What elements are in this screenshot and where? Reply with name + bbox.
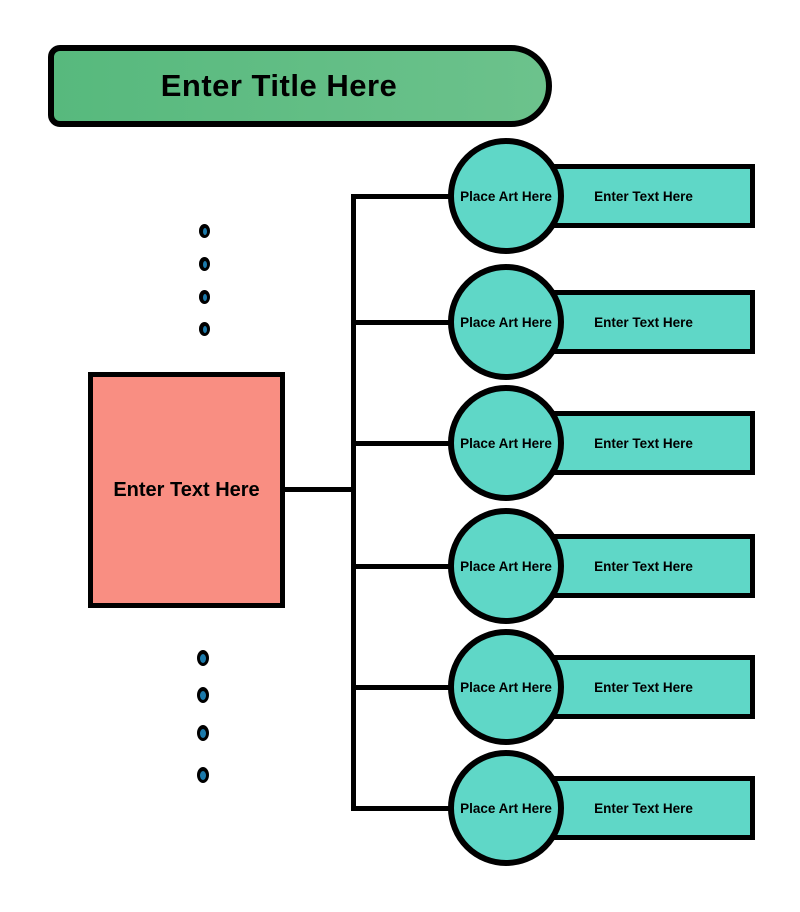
row-art-circle[interactable]: Place Art Here (448, 629, 564, 745)
row-art-circle[interactable]: Place Art Here (448, 508, 564, 624)
row-text: Enter Text Here (594, 188, 693, 204)
ellipsis-dot-top (199, 257, 210, 271)
diagram-row: Enter Text Here Place Art Here (448, 138, 755, 254)
ellipsis-dot-center (202, 227, 207, 235)
ellipsis-dot-center (200, 690, 206, 700)
center-text: Enter Text Here (113, 478, 260, 501)
diagram-row: Enter Text Here Place Art Here (448, 750, 755, 866)
row-art-circle[interactable]: Place Art Here (448, 385, 564, 501)
title-text: Enter Title Here (160, 68, 398, 103)
row-art-text: Place Art Here (460, 679, 552, 695)
ellipsis-dot-center (202, 293, 207, 301)
connector-branch-line (353, 194, 450, 199)
connector-centerbox-line (283, 487, 353, 492)
row-art-text: Place Art Here (460, 800, 552, 816)
ellipsis-dot-top (199, 224, 210, 238)
title-bar[interactable]: Enter Title Here (48, 45, 552, 127)
row-art-circle[interactable]: Place Art Here (448, 264, 564, 380)
ellipsis-dot-center (200, 770, 206, 780)
ellipsis-dot-center (200, 653, 206, 663)
diagram-row: Enter Text Here Place Art Here (448, 264, 755, 380)
ellipsis-dot-center (202, 260, 207, 268)
row-text: Enter Text Here (594, 679, 693, 695)
diagram-row: Enter Text Here Place Art Here (448, 508, 755, 624)
row-art-text: Place Art Here (460, 188, 552, 204)
diagram-row: Enter Text Here Place Art Here (448, 385, 755, 501)
diagram-row: Enter Text Here Place Art Here (448, 629, 755, 745)
row-art-text: Place Art Here (460, 558, 552, 574)
connector-branch-line (353, 806, 450, 811)
connector-branch-line (353, 320, 450, 325)
ellipsis-dot-bottom (197, 767, 209, 783)
ellipsis-dot-top (199, 322, 210, 336)
row-art-circle[interactable]: Place Art Here (448, 750, 564, 866)
row-text: Enter Text Here (594, 314, 693, 330)
row-art-text: Place Art Here (460, 314, 552, 330)
row-art-text: Place Art Here (460, 435, 552, 451)
ellipsis-dot-bottom (197, 650, 209, 666)
ellipsis-dot-top (199, 290, 210, 304)
ellipsis-dot-center (202, 325, 207, 333)
row-text: Enter Text Here (594, 800, 693, 816)
row-text: Enter Text Here (594, 558, 693, 574)
center-text-box[interactable]: Enter Text Here (88, 372, 285, 608)
ellipsis-dot-bottom (197, 725, 209, 741)
row-text: Enter Text Here (594, 435, 693, 451)
connector-branch-line (353, 564, 450, 569)
connector-branch-line (353, 441, 450, 446)
row-art-circle[interactable]: Place Art Here (448, 138, 564, 254)
ellipsis-dot-bottom (197, 687, 209, 703)
ellipsis-dot-center (200, 728, 206, 738)
connector-branch-line (353, 685, 450, 690)
connector-trunk-line (351, 194, 356, 811)
